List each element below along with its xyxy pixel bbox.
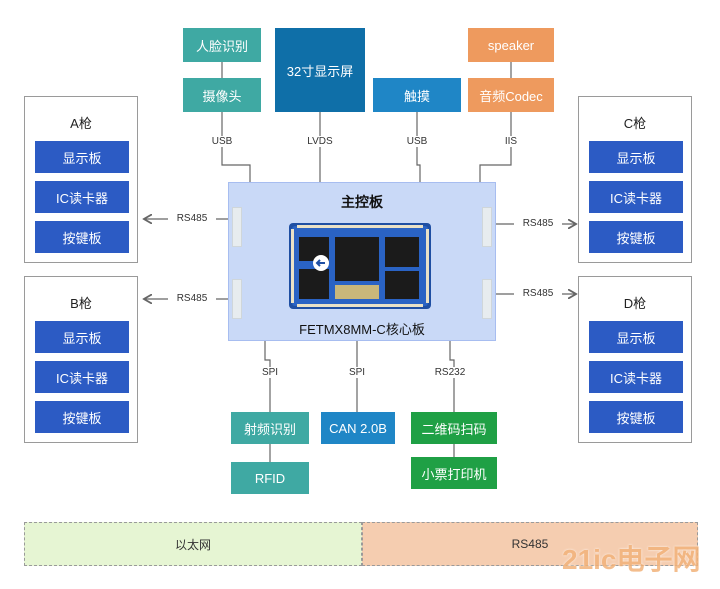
rs485-label-d: RS485 — [514, 288, 562, 299]
face-recognition-box: 人脸识别 — [183, 28, 261, 62]
gun-a-panel: A枪 显示板 IC读卡器 按键板 — [24, 96, 138, 263]
gun-a-display-board: 显示板 — [35, 141, 129, 173]
audio-codec-box: 音频Codec — [468, 78, 554, 112]
gun-b-ic-reader: IC读卡器 — [35, 361, 129, 393]
gun-d-ic-reader: IC读卡器 — [589, 361, 683, 393]
gun-c-key-board: 按键板 — [589, 221, 683, 253]
gun-c-panel: C枪 显示板 IC读卡器 按键板 — [578, 96, 692, 263]
can-box: CAN 2.0B — [321, 412, 395, 444]
rs485-bar: RS485 — [362, 522, 698, 566]
main-board: 主控板 FETMX8MM-C核心板 — [228, 182, 496, 341]
ethernet-bar: 以太网 — [24, 522, 362, 566]
rf-recognition-box: 射频识别 — [231, 412, 309, 444]
rs485-label-c: RS485 — [514, 218, 562, 229]
rfid-box: RFID — [231, 462, 309, 494]
spi-label-1: SPI — [254, 367, 286, 378]
gun-d-display-board: 显示板 — [589, 321, 683, 353]
gun-b-key-board: 按键板 — [35, 401, 129, 433]
right-connector-bottom — [482, 279, 492, 319]
display-32-box: 32寸显示屏 — [275, 28, 365, 112]
gun-a-key-board: 按键板 — [35, 221, 129, 253]
gun-a-title: A枪 — [70, 116, 92, 131]
rs232-line — [449, 341, 455, 412]
gun-b-title: B枪 — [70, 296, 92, 311]
gun-c-display-board: 显示板 — [589, 141, 683, 173]
gun-d-title: D枪 — [623, 296, 647, 311]
camera-box: 摄像头 — [183, 78, 261, 112]
core-board-image — [289, 223, 431, 309]
gun-c-title: C枪 — [623, 116, 647, 131]
spi1-line — [264, 341, 271, 412]
left-connector-top — [232, 207, 242, 247]
camera-usb-line — [221, 112, 251, 182]
main-board-title: 主控板 — [341, 194, 383, 210]
iis-label: IIS — [496, 136, 526, 147]
gun-b-panel: B枪 显示板 IC读卡器 按键板 — [24, 276, 138, 443]
usb-label-1: USB — [202, 136, 242, 147]
spi-label-2: SPI — [341, 367, 373, 378]
speaker-box: speaker — [468, 28, 554, 62]
gun-d-panel: D枪 显示板 IC读卡器 按键板 — [578, 276, 692, 443]
rs232-label: RS232 — [428, 367, 472, 378]
codec-iis-line — [479, 112, 512, 182]
right-connector-top — [482, 207, 492, 247]
usb-label-2: USB — [397, 136, 437, 147]
core-board-label: FETMX8MM-C核心板 — [299, 322, 425, 337]
rs485-label-b: RS485 — [168, 293, 216, 304]
qr-scan-box: 二维码扫码 — [411, 412, 497, 444]
gun-b-display-board: 显示板 — [35, 321, 129, 353]
watermark-logo: 21ic电子网 — [562, 544, 701, 575]
receipt-printer-box: 小票打印机 — [411, 457, 497, 489]
lvds-label: LVDS — [300, 136, 340, 147]
gun-d-key-board: 按键板 — [589, 401, 683, 433]
left-connector-bottom — [232, 279, 242, 319]
gun-a-ic-reader: IC读卡器 — [35, 181, 129, 213]
touch-usb-line — [416, 112, 421, 182]
gun-c-ic-reader: IC读卡器 — [589, 181, 683, 213]
touch-box: 触摸 — [373, 78, 461, 112]
rs485-label-a: RS485 — [168, 213, 216, 224]
